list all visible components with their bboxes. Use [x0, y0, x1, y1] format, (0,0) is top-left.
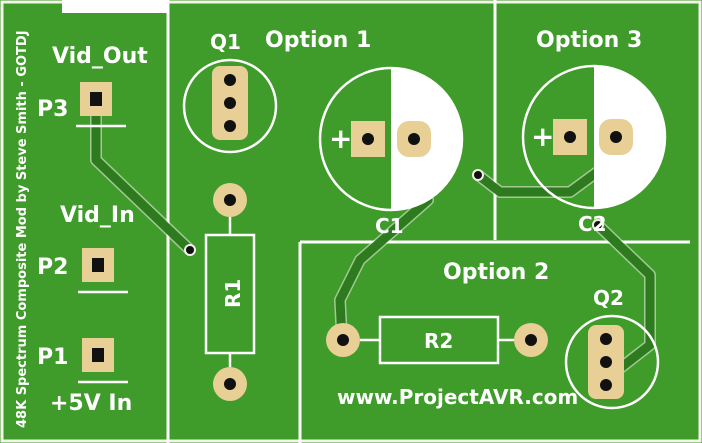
connector-p2[interactable]: Vid_In P2: [37, 203, 135, 294]
q1-outline: [182, 58, 278, 154]
connector-p1-ref: P1: [37, 345, 68, 370]
via-3: [592, 219, 604, 231]
capacitor-c1[interactable]: + C1: [318, 66, 464, 238]
r1-hole-bottom: [224, 378, 236, 390]
connector-p1[interactable]: P1 +5V In: [37, 338, 132, 416]
r1-hole-top: [224, 194, 236, 206]
c1-hole-negative: [408, 133, 420, 145]
connector-p3-hole: [90, 92, 102, 106]
trace-p3-r1-core: [91, 95, 195, 255]
c2-ref: C2: [578, 212, 607, 236]
credit-text: 48K Spectrum Composite Mod by Steve Smit…: [15, 30, 30, 428]
board-notch: [62, 0, 168, 13]
connector-p2-hole: [92, 258, 104, 272]
via-1: [184, 244, 196, 256]
connector-p1-label: +5V In: [50, 391, 132, 416]
option-2-label: Option 2: [443, 260, 549, 285]
option-3-label: Option 3: [536, 28, 642, 53]
connector-p3-ref: P3: [37, 97, 68, 122]
c2-plus-sign: +: [531, 120, 554, 153]
q1-pin-2: [224, 97, 236, 109]
r2-hole-left: [337, 334, 349, 346]
c2-hole-negative: [610, 131, 622, 143]
website-url: www.ProjectAVR.com: [337, 385, 578, 409]
connector-p1-hole: [92, 348, 104, 362]
r2-hole-right: [525, 334, 537, 346]
q2-ref: Q2: [593, 286, 624, 310]
r1-ref: R1: [221, 279, 245, 308]
connector-p3[interactable]: Vid_Out P3: [37, 44, 148, 128]
q1-ref: Q1: [210, 30, 241, 54]
q1-pin-1: [224, 74, 236, 86]
q2-pin-2: [600, 356, 612, 368]
c1-hole-positive: [362, 133, 374, 145]
trace-c2-q2-core: [593, 220, 655, 385]
trace-layer: [90, 94, 656, 386]
r2-ref: R2: [424, 329, 453, 353]
connector-p3-label: Vid_Out: [52, 44, 148, 69]
resistor-r2[interactable]: R2: [326, 315, 548, 365]
via-2: [472, 169, 484, 181]
resistor-r1[interactable]: R1: [204, 183, 256, 401]
c2-hole-positive: [564, 131, 576, 143]
q1-pin-3: [224, 120, 236, 132]
connector-p2-ref: P2: [37, 255, 68, 280]
c1-ref: C1: [375, 214, 404, 238]
q2-pin-3: [600, 379, 612, 391]
transistor-q2[interactable]: Q2: [564, 286, 660, 410]
transistor-q1[interactable]: Q1: [182, 30, 278, 154]
q2-outline: [564, 314, 660, 410]
option-1-label: Option 1: [265, 28, 371, 53]
q2-pin-1: [600, 333, 612, 345]
capacitor-c2[interactable]: + C2: [521, 64, 667, 236]
c1-plus-sign: +: [329, 122, 352, 155]
connector-p2-label: Vid_In: [60, 203, 135, 228]
trace-c2-via-core: [473, 165, 605, 197]
